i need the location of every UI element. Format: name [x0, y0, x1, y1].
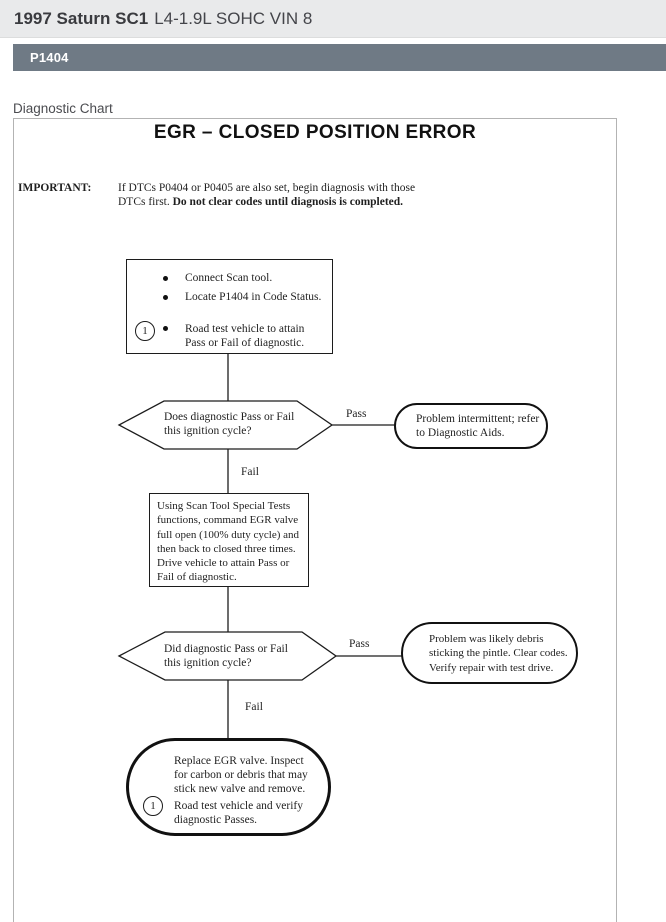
terminal3-text: Replace EGR valve. Inspect for carbon or… [174, 755, 308, 795]
section-label: P1404 [30, 50, 69, 65]
chart-title: EGR – CLOSED POSITION ERROR [153, 122, 477, 143]
terminal2-text: Problem was likely debris sticking the p… [429, 633, 568, 674]
decision1-fail-label: Fail [241, 466, 259, 478]
bullet-dot [163, 295, 168, 300]
vehicle-subtitle: L4-1.9L SOHC VIN 8 [154, 8, 313, 28]
section-header-p1404[interactable]: P1404 [13, 44, 666, 71]
important-note: If DTCs P0404 or P0405 are also set, beg… [118, 181, 428, 209]
terminal3-text2: Road test vehicle and verify diagnostic … [174, 800, 304, 826]
step1-item-3: Road test vehicle to attain Pass or Fail… [185, 323, 305, 349]
terminal1-text: Problem intermittent; refer to Diagnosti… [416, 413, 540, 439]
step-box-2: Using Scan Tool Special Tests functions,… [149, 493, 309, 587]
flowchart-connectors [117, 353, 402, 739]
important-text-bold: Do not clear codes until diagnosis is co… [172, 196, 404, 208]
step2-text: Using Scan Tool Special Tests functions,… [157, 500, 300, 584]
terminal-box-2: Problem was likely debris sticking the p… [401, 622, 578, 684]
diagnostic-chart-label: Diagnostic Chart [13, 101, 113, 116]
diagnostic-flowchart: EGR – CLOSED POSITION ERROR IMPORTANT: I… [13, 118, 617, 922]
decision2-fail-label: Fail [245, 701, 263, 713]
decision1-pass-label: Pass [346, 408, 367, 420]
important-label: IMPORTANT: [18, 182, 92, 194]
step1-item-2: Locate P1404 in Code Status. [185, 291, 322, 303]
terminal-box-3: Replace EGR valve. Inspect for carbon or… [126, 738, 331, 836]
vehicle-title: 1997 Saturn SC1 [14, 8, 149, 28]
decision2-pass-label: Pass [349, 638, 370, 650]
vehicle-header: 1997 Saturn SC1 L4-1.9L SOHC VIN 8 [0, 0, 666, 38]
terminal3-marker-circle: 1 [143, 796, 163, 816]
terminal-box-1: Problem intermittent; refer to Diagnosti… [394, 403, 548, 449]
decision2-question: Did diagnostic Pass or Fail this ignitio… [164, 643, 288, 669]
step1-marker-circle: 1 [135, 321, 155, 341]
bullet-dot [163, 276, 168, 281]
bullet-dot [163, 326, 168, 331]
decision1-question: Does diagnostic Pass or Fail this igniti… [164, 411, 295, 437]
step1-item-1: Connect Scan tool. [185, 272, 273, 284]
important-text: If DTCs P0404 or P0405 are also set, beg… [118, 182, 416, 208]
step-box-1: Connect Scan tool. Locate P1404 in Code … [126, 259, 333, 354]
